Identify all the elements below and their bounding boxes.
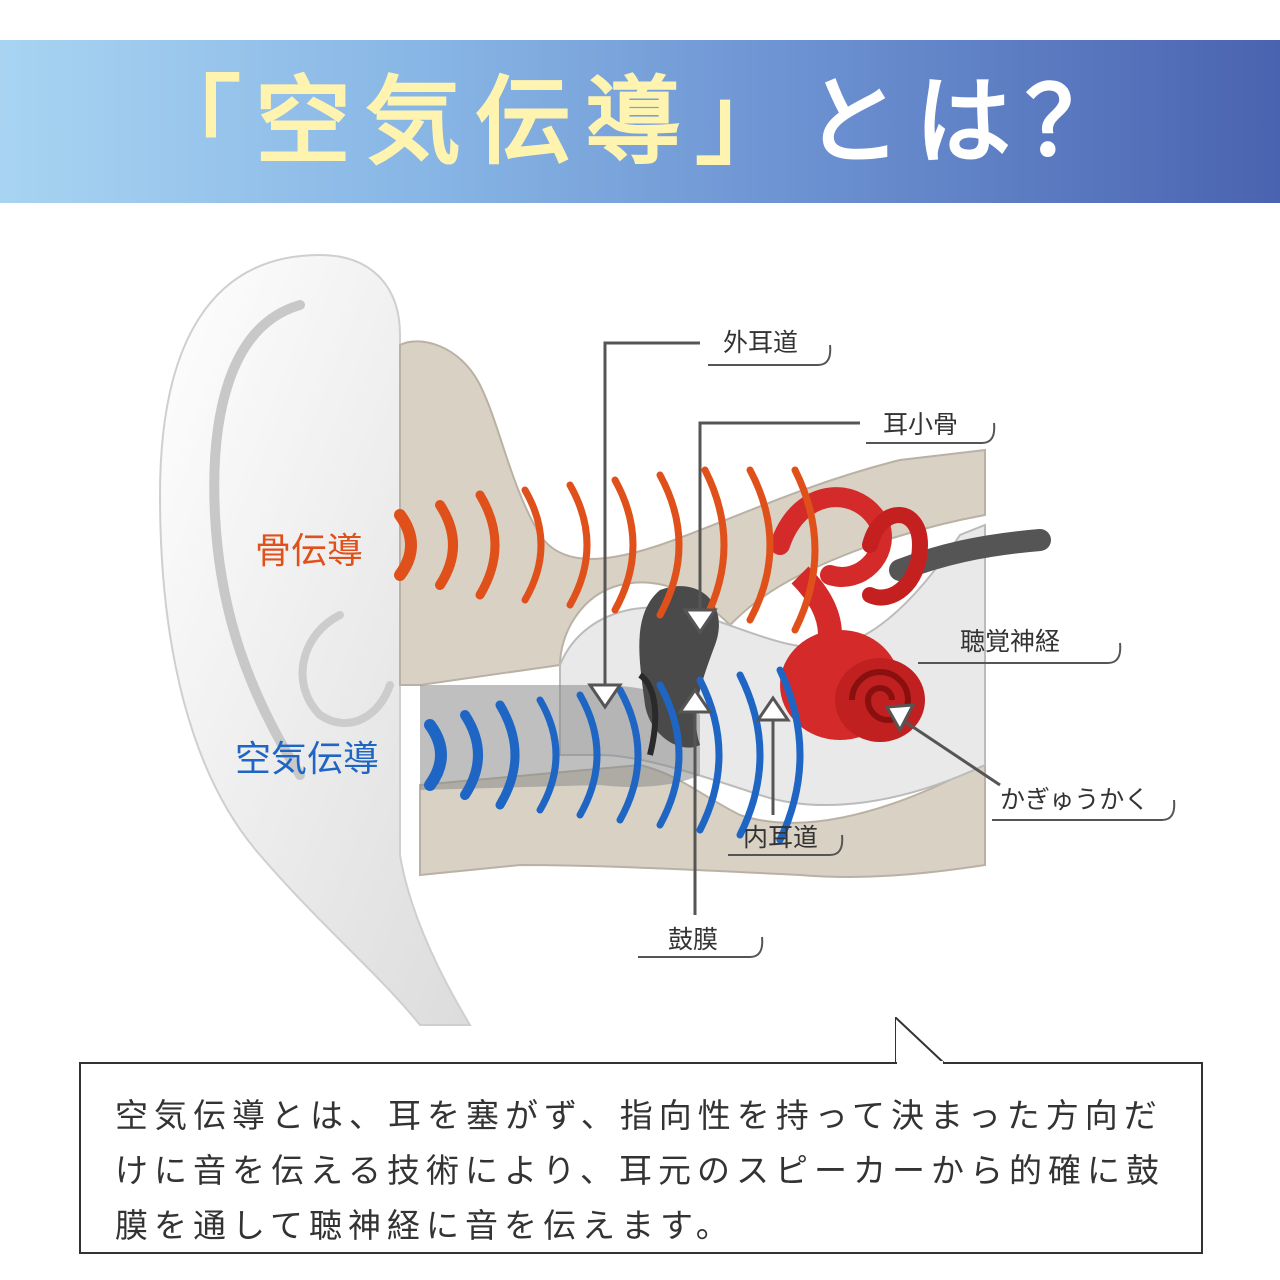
label-auditory-nerve: 聴覚神経 xyxy=(960,627,1061,656)
air-conduction-waves xyxy=(424,666,804,844)
label-eardrum: 鼓膜 xyxy=(668,925,719,954)
page-title: 「空気伝導」とは？ xyxy=(145,74,1135,170)
bone-conduction-waves xyxy=(394,466,819,634)
ear-concha xyxy=(298,611,394,728)
description-box: 空気伝導とは、耳を塞がず、指向性を持って決まった方向だけに音を伝える技術により、… xyxy=(79,1062,1203,1254)
header-banner: 「空気伝導」とは？ xyxy=(0,40,1280,203)
ear-illustration xyxy=(158,253,1176,1026)
eardrum-shape xyxy=(638,672,659,756)
title-highlight: 「空気伝導」 xyxy=(145,65,805,178)
label-outer-ear-canal: 外耳道 xyxy=(723,328,799,357)
ear-diagram: 外耳道 耳小骨 骨伝導 聴覚神経 空気伝導 かぎゅうかく 内耳道 鼓膜 xyxy=(0,215,1280,1045)
skull-section-upper xyxy=(399,340,986,686)
label-bone-conduction: 骨伝導 xyxy=(255,531,364,572)
label-cochlea: かぎゅうかく xyxy=(1000,785,1150,814)
speech-tail xyxy=(895,1017,946,1065)
leader-lines xyxy=(603,341,1001,915)
label-ossicles: 耳小骨 xyxy=(883,410,959,439)
description-text: 空気伝導とは、耳を塞がず、指向性を持って決まった方向だけに音を伝える技術により、… xyxy=(115,1096,1166,1245)
ear-helix-inner xyxy=(209,300,305,780)
label-inner-ear-canal: 内耳道 xyxy=(743,823,819,852)
arrowheads xyxy=(587,608,916,734)
label-air-conduction: 空気伝導 xyxy=(235,739,380,780)
tail-seam-cover xyxy=(897,1061,943,1065)
title-rest: とは？ xyxy=(805,65,1135,178)
label-callouts xyxy=(638,344,1176,958)
